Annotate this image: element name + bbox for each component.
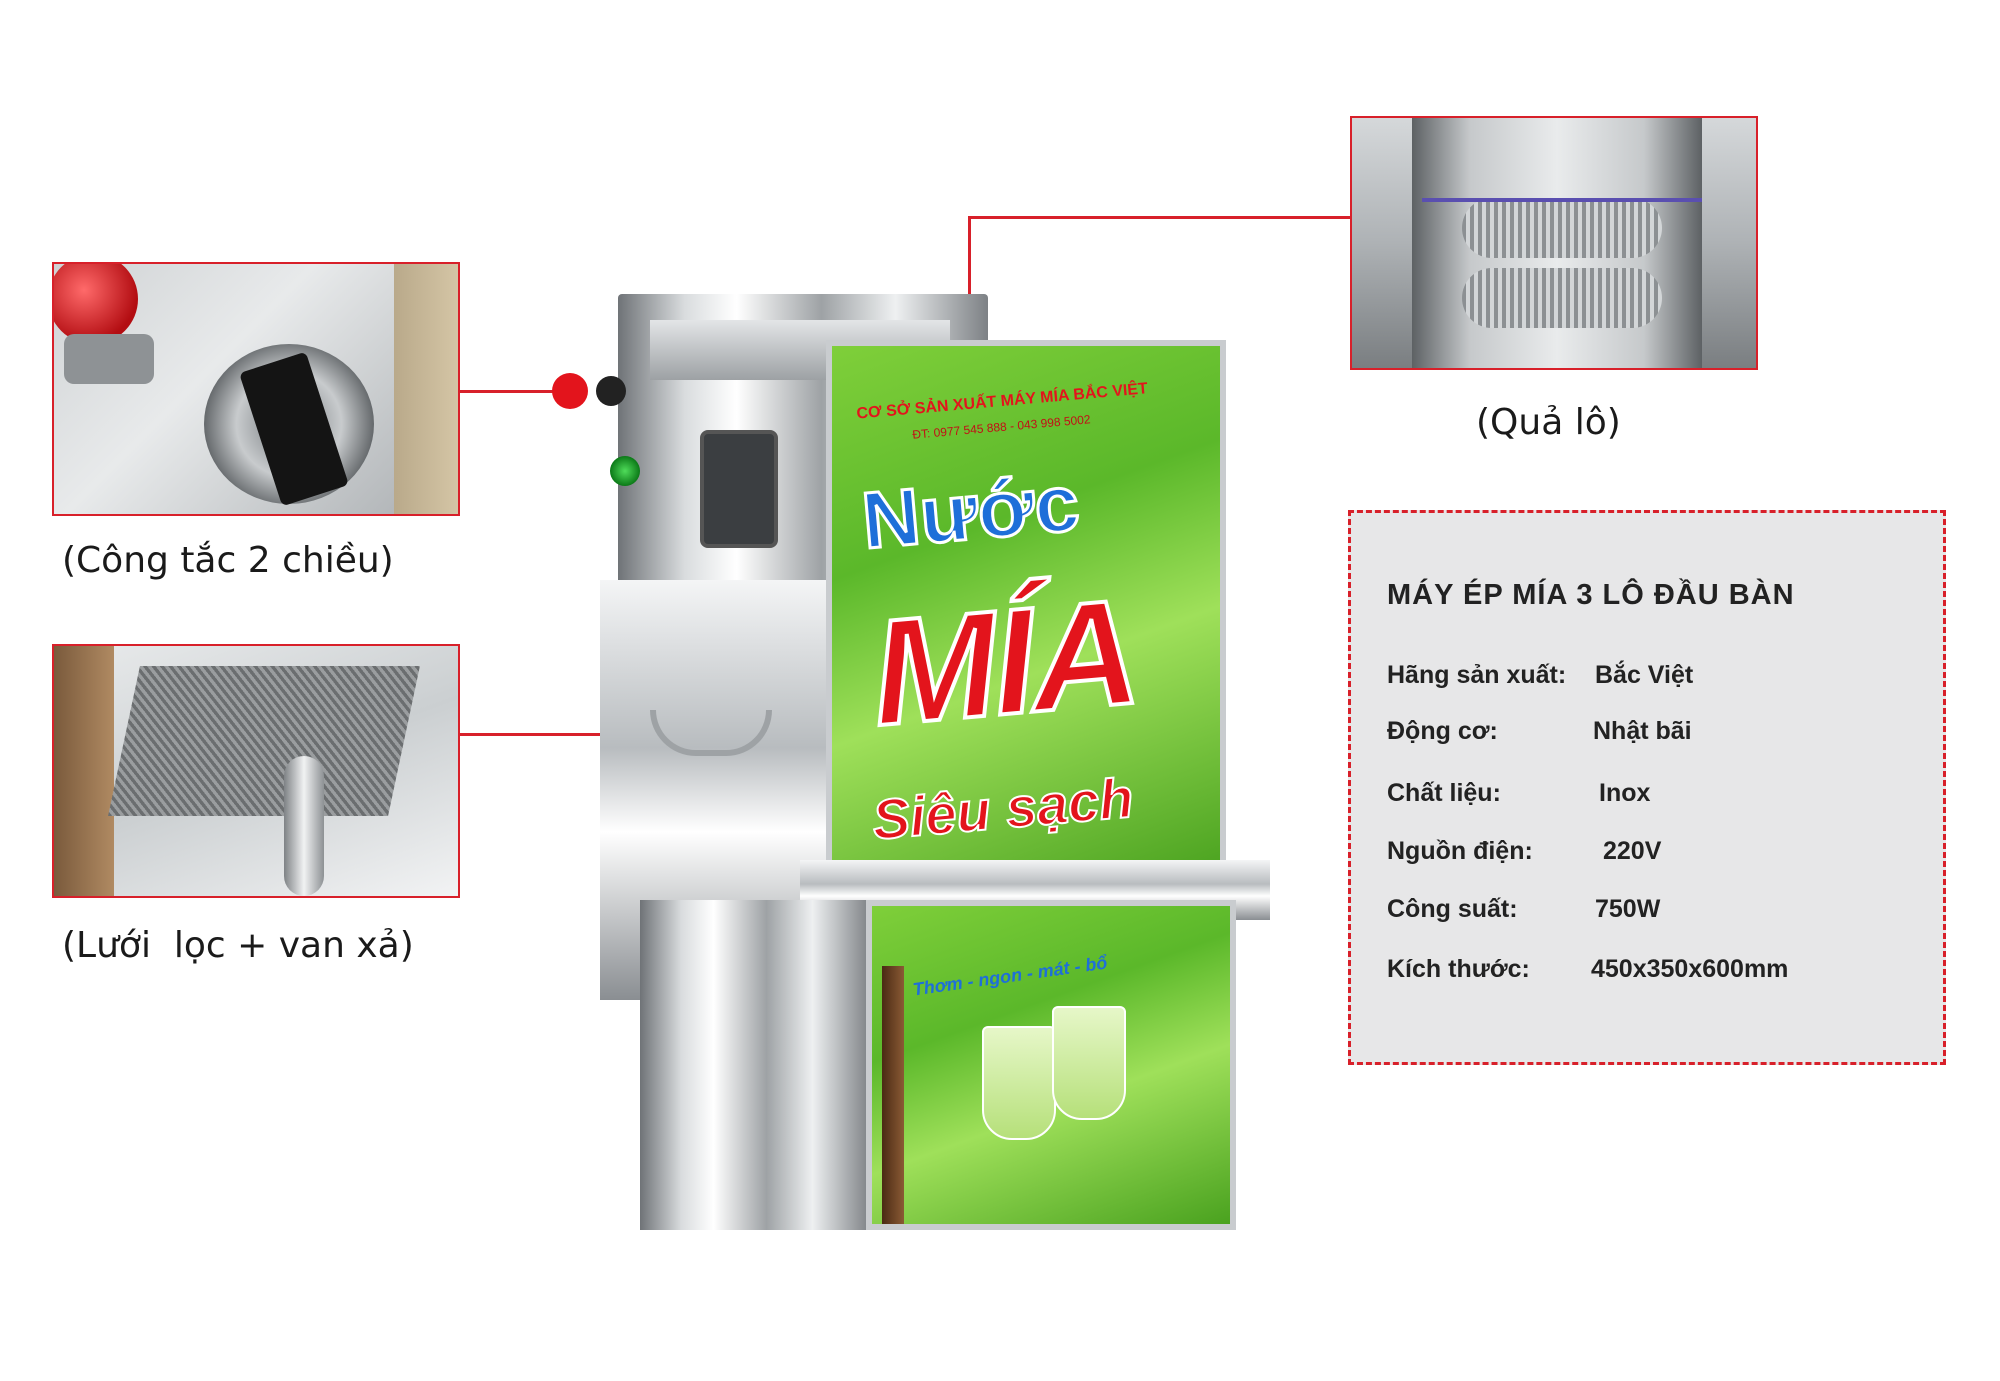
panel-word-sieusach: Siêu sạch — [869, 765, 1137, 853]
machine-lower-body — [640, 900, 870, 1230]
spec-row-motor: Động cơ: Nhật bãi — [1387, 717, 1692, 746]
spec-value: Nhật bãi — [1593, 717, 1692, 745]
spec-value: 450x350x600mm — [1591, 955, 1789, 983]
juice-cup-icon-2 — [1052, 1006, 1126, 1120]
switch-knob-small-icon — [596, 376, 626, 406]
green-lamp-icon — [610, 456, 640, 486]
roller-callout-line-h — [968, 216, 1352, 219]
spec-row-manufacturer: Hãng sản xuất: Bắc Việt — [1387, 661, 1693, 690]
spec-row-dimensions: Kích thước: 450x350x600mm — [1387, 955, 1788, 984]
filter-caption: (Lưới lọc + van xả) — [62, 925, 414, 966]
filter-photo — [52, 644, 460, 898]
switch-callout-dot — [552, 373, 588, 409]
spec-value: 220V — [1603, 837, 1662, 865]
front-panel-lower: Thơm - ngon - mát - bổ — [866, 900, 1236, 1230]
spec-value: Bắc Việt — [1595, 661, 1694, 689]
spec-row-power-source: Nguồn điện: 220V — [1387, 837, 1661, 866]
panel-word-mia: MÍA — [863, 565, 1144, 759]
filter-mesh-icon — [108, 666, 420, 816]
spec-label: Công suất: — [1387, 895, 1518, 923]
roller-caption: (Quả lô) — [1476, 402, 1621, 443]
spec-label: Hãng sản xuất: — [1387, 661, 1567, 689]
spec-row-material: Chất liệu: Inox — [1387, 779, 1650, 808]
spec-label: Chất liệu: — [1387, 779, 1501, 807]
spec-label: Nguồn điện: — [1387, 837, 1533, 865]
spec-value: 750W — [1595, 895, 1661, 923]
front-panel-upper: CƠ SỞ SẢN XUẤT MÁY MÍA BẮC VIỆT ĐT: 0977… — [826, 340, 1226, 880]
switch-callout-line — [460, 390, 570, 393]
spec-value: Inox — [1599, 779, 1651, 807]
drain-valve-icon — [284, 756, 324, 896]
juice-cup-icon — [982, 1026, 1056, 1140]
motor-port-icon — [700, 430, 778, 548]
panel-slogan: Thơm - ngon - mát - bổ — [911, 952, 1109, 1000]
switch-photo — [52, 262, 460, 516]
company-phone: ĐT: 0977 545 888 - 043 998 5002 — [911, 412, 1092, 442]
roller-photo — [1350, 116, 1758, 370]
spec-title: MÁY ÉP MÍA 3 LÔ ĐẦU BÀN — [1387, 579, 1795, 611]
spec-row-wattage: Công suất: 750W — [1387, 895, 1660, 924]
spec-box: MÁY ÉP MÍA 3 LÔ ĐẦU BÀN Hãng sản xuất: B… — [1348, 510, 1946, 1065]
panel-word-nuoc: Nước — [857, 456, 1084, 567]
sugarcane-machine: CƠ SỞ SẢN XUẤT MÁY MÍA BẮC VIỆT ĐT: 0977… — [590, 280, 1310, 1240]
roller-bottom-icon — [1462, 268, 1662, 328]
spec-label: Động cơ: — [1387, 717, 1498, 745]
roller-top-icon — [1462, 198, 1662, 258]
switch-caption: (Công tắc 2 chiều) — [62, 540, 394, 581]
red-lamp-icon — [54, 264, 138, 344]
spec-label: Kích thước: — [1387, 955, 1530, 983]
roller-callout-line-v — [968, 216, 971, 316]
